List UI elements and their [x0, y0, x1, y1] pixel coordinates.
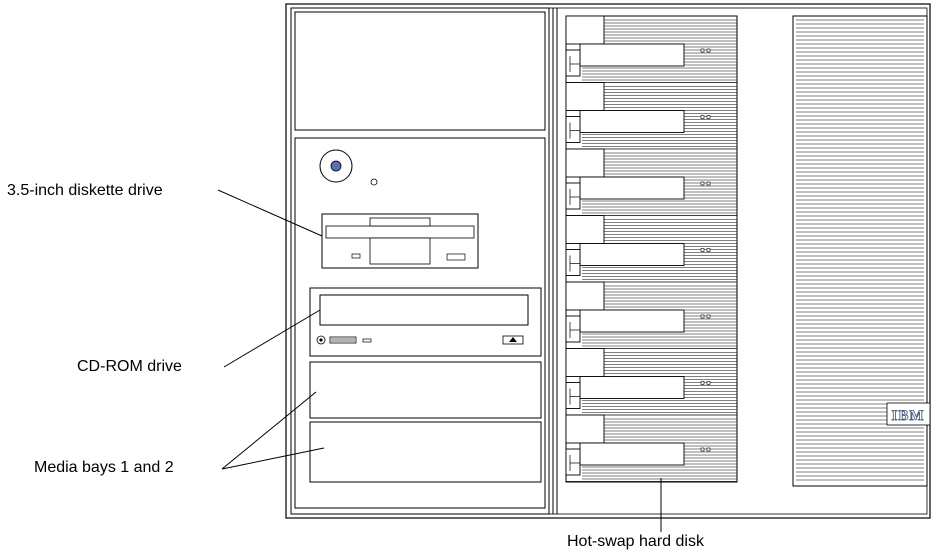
media-bay-1: [309, 361, 542, 419]
hard-disk-bay[interactable]: [565, 148, 737, 216]
hard-disk-column: [565, 15, 738, 483]
label-cdrom-drive: CD-ROM drive: [77, 358, 182, 375]
front-grille: [792, 15, 928, 487]
hard-disk-bay[interactable]: [565, 215, 737, 283]
label-media-bays: Media bays 1 and 2: [34, 459, 174, 476]
callout-media-bay-1: [221, 391, 317, 470]
ibm-logo-plate: [886, 402, 931, 426]
hard-disk-bay[interactable]: [565, 82, 737, 150]
front-panel-frame: [294, 137, 546, 509]
left-bay-column: [290, 7, 550, 515]
hard-disk-bay[interactable]: [565, 15, 737, 83]
hard-disk-bay[interactable]: [565, 348, 737, 416]
media-bay-2: [309, 421, 542, 483]
hard-disk-bay[interactable]: [565, 281, 737, 349]
callout-media-bay-2: [221, 447, 325, 470]
server-enclosure: [285, 3, 931, 519]
top-blank-panel: [294, 11, 546, 131]
diskette-drive: [321, 213, 479, 269]
hard-disk-bays: [565, 15, 737, 482]
power-led: [370, 178, 378, 186]
hard-disk-bay[interactable]: [565, 414, 737, 482]
callout-diskette: [217, 189, 323, 237]
label-diskette-drive: 3.5-inch diskette drive: [7, 182, 163, 199]
ibm-logo: IBM: [892, 408, 925, 424]
grille-slats: [796, 19, 924, 481]
label-hotswap-hard-disk: Hot-swap hard disk: [567, 533, 704, 550]
power-button[interactable]: [330, 160, 342, 172]
callout-cdrom: [223, 309, 321, 368]
cdrom-drive: [309, 287, 542, 357]
